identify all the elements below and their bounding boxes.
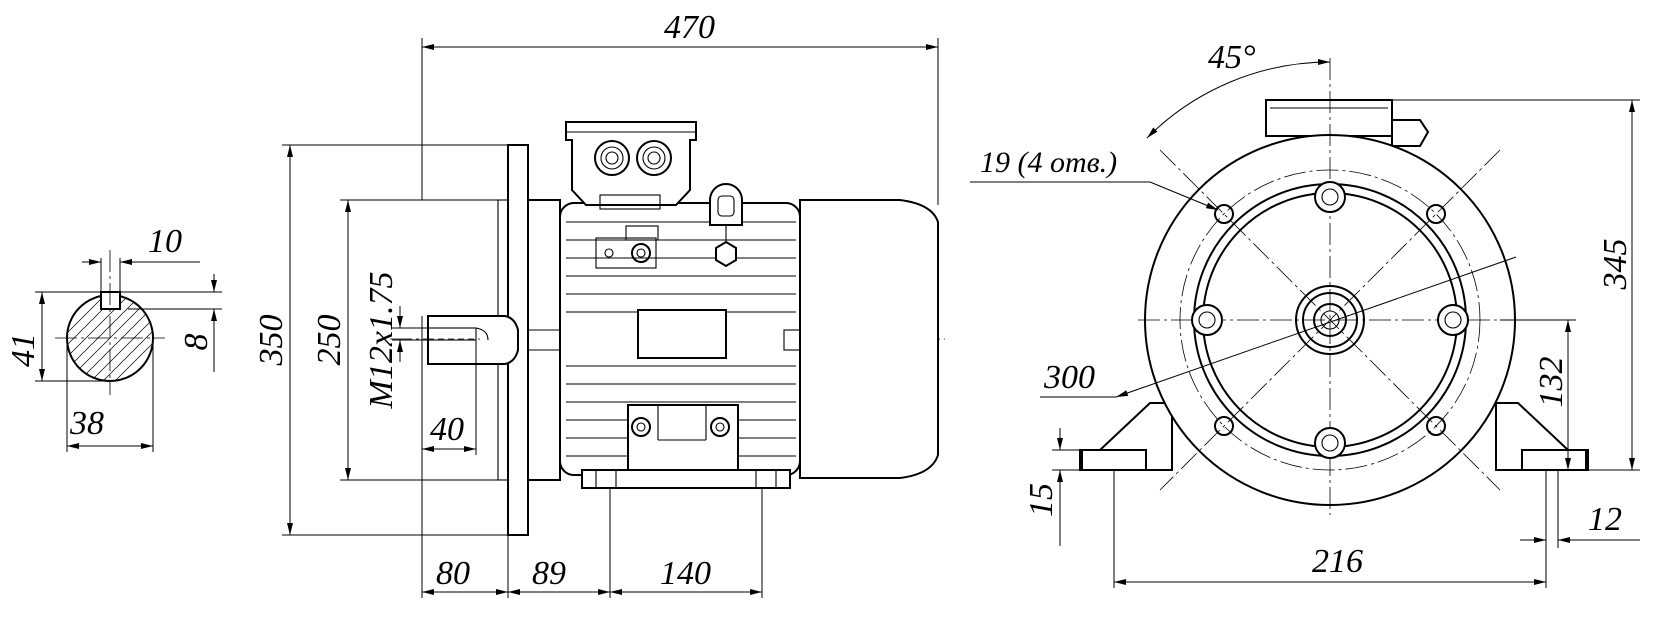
name-plate xyxy=(637,309,727,359)
right-foot-pad xyxy=(1521,449,1587,471)
label-overall-length: 470 xyxy=(664,9,715,46)
label-shaft-extension: 80 xyxy=(436,555,470,592)
motor-side-view: 470 350 250 M12x1.75 40 80 89 140 xyxy=(253,9,945,598)
boss-screws xyxy=(1191,181,1469,459)
left-foot-pad xyxy=(1081,449,1147,471)
label-foot-thickness: 15 xyxy=(1023,483,1060,517)
label-bolt-circle: 300 xyxy=(1043,359,1095,396)
fan-cover xyxy=(799,199,939,479)
label-center-thread: M12x1.75 xyxy=(363,272,400,410)
label-shaft-height: 132 xyxy=(1533,357,1570,408)
mount-hole-top-left xyxy=(1214,204,1234,224)
motor-feet xyxy=(581,469,791,489)
label-key-height: 8 xyxy=(178,334,215,351)
shaft-hatching xyxy=(67,295,153,381)
label-flange-spigot: 250 xyxy=(311,315,348,366)
foot-block xyxy=(627,404,739,471)
front-end-shield xyxy=(527,199,561,481)
lifting-eye xyxy=(709,183,743,226)
label-foot-width: 216 xyxy=(1312,543,1363,580)
motor-front-view: 45° 19 (4 отв.) 300 345 132 15 12 216 xyxy=(970,39,1640,588)
label-shaft-diameter: 38 xyxy=(69,405,104,442)
label-shaft-length: 40 xyxy=(430,411,464,448)
key-slot xyxy=(100,291,121,310)
label-shaft-section-height: 41 xyxy=(5,333,42,367)
mount-hole-bottom-right xyxy=(1426,416,1446,436)
label-flange-outer: 350 xyxy=(253,315,290,367)
label-overall-height: 345 xyxy=(1597,239,1634,291)
terminal-box-top xyxy=(1265,99,1393,137)
mount-hole-top-right xyxy=(1426,204,1446,224)
label-key-width: 10 xyxy=(148,223,182,260)
label-hole-angle: 45° xyxy=(1208,39,1256,76)
label-foot-distance: 140 xyxy=(660,555,711,592)
terminal-box xyxy=(565,121,697,206)
mount-hole-bottom-left xyxy=(1214,416,1234,436)
label-flange-to-foot: 89 xyxy=(532,555,566,592)
shaft-section-view: 10 8 41 38 xyxy=(5,223,222,452)
label-foot-hole: 12 xyxy=(1588,501,1622,538)
label-mount-holes: 19 (4 отв.) xyxy=(980,146,1117,179)
